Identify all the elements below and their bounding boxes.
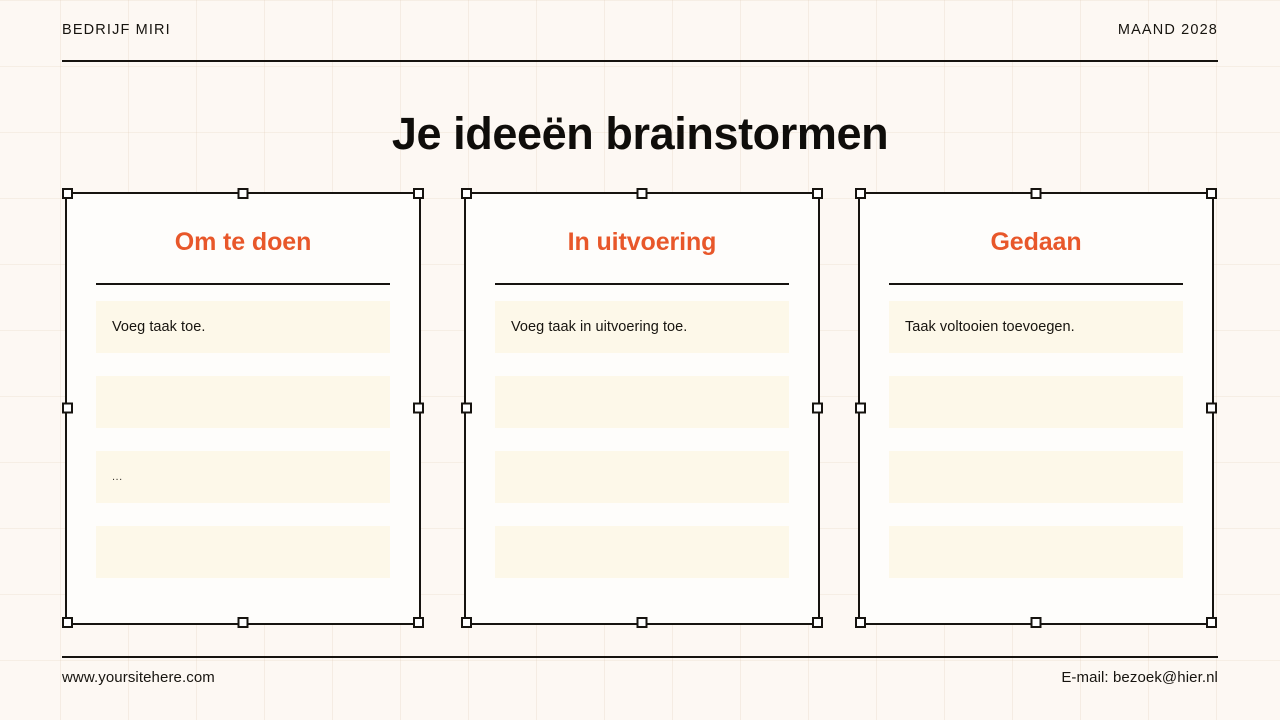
resize-handle-top-center[interactable] [237, 188, 249, 199]
column-heading: In uitvoering [567, 228, 717, 256]
resize-handle-bottom-center[interactable] [237, 617, 249, 628]
column-divider [96, 283, 390, 285]
slide-footer: www.yoursitehere.com E-mail: bezoek@hier… [62, 656, 1218, 700]
kanban-board: Om te doen Voeg taak toe. ... [62, 188, 1222, 628]
header-date: MAAND 2028 [1117, 22, 1218, 38]
task-card[interactable]: Voeg taak in uitvoering toe. [495, 301, 789, 353]
task-card[interactable] [889, 376, 1183, 428]
task-card[interactable] [889, 526, 1183, 578]
resize-handle-bottom-center[interactable] [1030, 617, 1042, 628]
resize-handle-top-right[interactable] [812, 188, 823, 199]
task-card[interactable] [495, 526, 789, 578]
column-panel: Om te doen Voeg taak toe. ... [67, 194, 419, 623]
task-text: Taak voltooien toevoegen. [905, 319, 1075, 335]
resize-handle-bottom-center[interactable] [636, 617, 648, 628]
task-card[interactable] [495, 451, 789, 503]
task-card[interactable] [96, 526, 390, 578]
board-column-gedaan[interactable]: Gedaan Taak voltooien toevoegen. [855, 188, 1217, 628]
resize-handle-bottom-right[interactable] [1206, 617, 1217, 628]
company-name: BEDRIJF MIRI [62, 22, 171, 38]
column-panel: In uitvoering Voeg taak in uitvoering to… [466, 194, 818, 623]
task-list: Taak voltooien toevoegen. [889, 301, 1183, 578]
task-card[interactable] [495, 376, 789, 428]
resize-handle-top-right[interactable] [1206, 188, 1217, 199]
resize-handle-bottom-right[interactable] [812, 617, 823, 628]
resize-handle-bottom-left[interactable] [461, 617, 472, 628]
resize-handle-bottom-right[interactable] [413, 617, 424, 628]
board-column-om-te-doen[interactable]: Om te doen Voeg taak toe. ... [62, 188, 424, 628]
resize-handle-middle-right[interactable] [413, 402, 424, 414]
resize-handle-bottom-left[interactable] [855, 617, 866, 628]
task-card[interactable]: Voeg taak toe. [96, 301, 390, 353]
column-divider [495, 283, 789, 285]
task-list: Voeg taak toe. ... [96, 301, 390, 578]
resize-handle-middle-right[interactable] [812, 402, 823, 414]
column-divider [889, 283, 1183, 285]
website-url[interactable]: www.yoursitehere.com [62, 669, 215, 686]
resize-handle-bottom-left[interactable] [62, 617, 73, 628]
resize-handle-middle-left[interactable] [855, 402, 866, 414]
resize-handle-top-left[interactable] [855, 188, 866, 199]
task-card[interactable]: Taak voltooien toevoegen. [889, 301, 1183, 353]
resize-handle-middle-left[interactable] [62, 402, 73, 414]
resize-handle-top-right[interactable] [413, 188, 424, 199]
resize-handle-top-left[interactable] [62, 188, 73, 199]
header-divider [62, 60, 1218, 62]
task-card[interactable] [96, 376, 390, 428]
column-panel: Gedaan Taak voltooien toevoegen. [860, 194, 1212, 623]
task-card[interactable]: ... [96, 451, 390, 503]
resize-handle-middle-right[interactable] [1206, 402, 1217, 414]
page-title: Je ideeën brainstormen [391, 108, 889, 159]
resize-handle-middle-left[interactable] [461, 402, 472, 414]
board-column-in-uitvoering[interactable]: In uitvoering Voeg taak in uitvoering to… [461, 188, 823, 628]
task-list: Voeg taak in uitvoering toe. [495, 301, 789, 578]
column-heading: Gedaan [990, 228, 1082, 256]
resize-handle-top-center[interactable] [636, 188, 648, 199]
task-card[interactable] [889, 451, 1183, 503]
task-text: ... [112, 471, 123, 483]
task-text: Voeg taak toe. [112, 319, 206, 335]
email-address[interactable]: E-mail: bezoek@hier.nl [1061, 669, 1218, 686]
resize-handle-top-center[interactable] [1030, 188, 1042, 199]
resize-handle-top-left[interactable] [461, 188, 472, 199]
task-text: Voeg taak in uitvoering toe. [511, 319, 688, 335]
footer-divider [62, 656, 1218, 658]
slide-header: BEDRIJF MIRI MAAND 2028 [62, 22, 1218, 66]
column-heading: Om te doen [174, 228, 312, 256]
